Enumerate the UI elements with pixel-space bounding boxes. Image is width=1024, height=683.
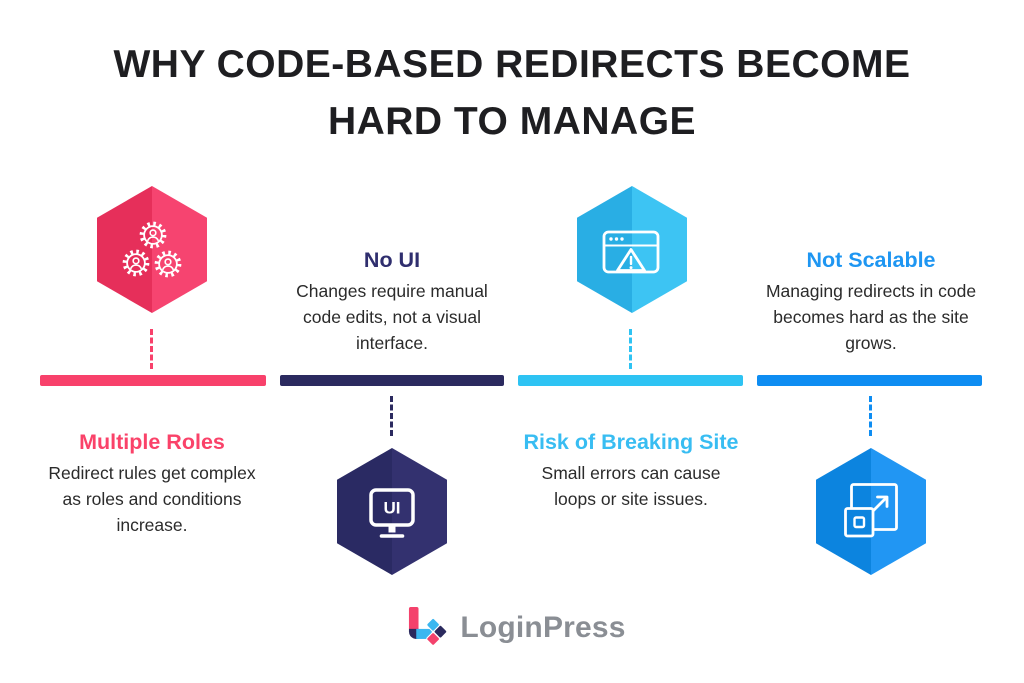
hexagon-left-face: [97, 186, 152, 313]
hexagon-risk-breaking: [577, 186, 687, 313]
connector-dash-col4: [869, 396, 872, 436]
browser-warning-icon: [602, 230, 660, 274]
divider-bar-col2: [280, 375, 504, 386]
brand-name: LoginPress: [460, 611, 626, 644]
hexagon-right-face: [871, 448, 926, 575]
scale-expand-icon: [844, 483, 898, 538]
heading-no-ui: No UI: [363, 248, 421, 272]
hexagon-right-face: [632, 186, 687, 313]
heading-risk-breaking: Risk of Breaking Site: [523, 430, 739, 454]
body-not-scalable: Managing redirects in code becomes hard …: [765, 281, 977, 353]
monitor-ui-icon: UI: [369, 488, 415, 538]
body-risk-breaking: Small errors can cause loops or site iss…: [541, 463, 721, 509]
hexagon-no-ui: UI: [337, 448, 447, 575]
hexagon-right-face: [392, 448, 447, 575]
body-multiple-roles: Redirect rules get complex as roles and …: [48, 463, 256, 535]
divider-bar-col1: [40, 375, 266, 386]
hexagon-left-face: [337, 448, 392, 575]
divider-bar-col4: [757, 375, 982, 386]
hexagon-multiple-roles: [97, 186, 207, 313]
hexagon-left-face: [816, 448, 871, 575]
hexagon-right-face: [152, 186, 207, 313]
heading-not-scalable: Not Scalable: [806, 248, 936, 272]
connector-dash-col1: [150, 329, 153, 369]
connector-dash-col3: [629, 329, 632, 369]
svg-text:UI: UI: [384, 499, 401, 518]
footer-brand: LoginPress: [0, 598, 1024, 658]
loginpress-logo-icon: [409, 607, 448, 646]
hexagon-not-scalable: [816, 448, 926, 575]
body-no-ui: Changes require manual code edits, not a…: [296, 281, 488, 353]
page-title: WHY CODE-BASED REDIRECTS BECOME HARD TO …: [113, 43, 911, 143]
connector-dash-col2: [390, 396, 393, 436]
divider-bar-col3: [518, 375, 743, 386]
heading-multiple-roles: Multiple Roles: [79, 430, 225, 454]
